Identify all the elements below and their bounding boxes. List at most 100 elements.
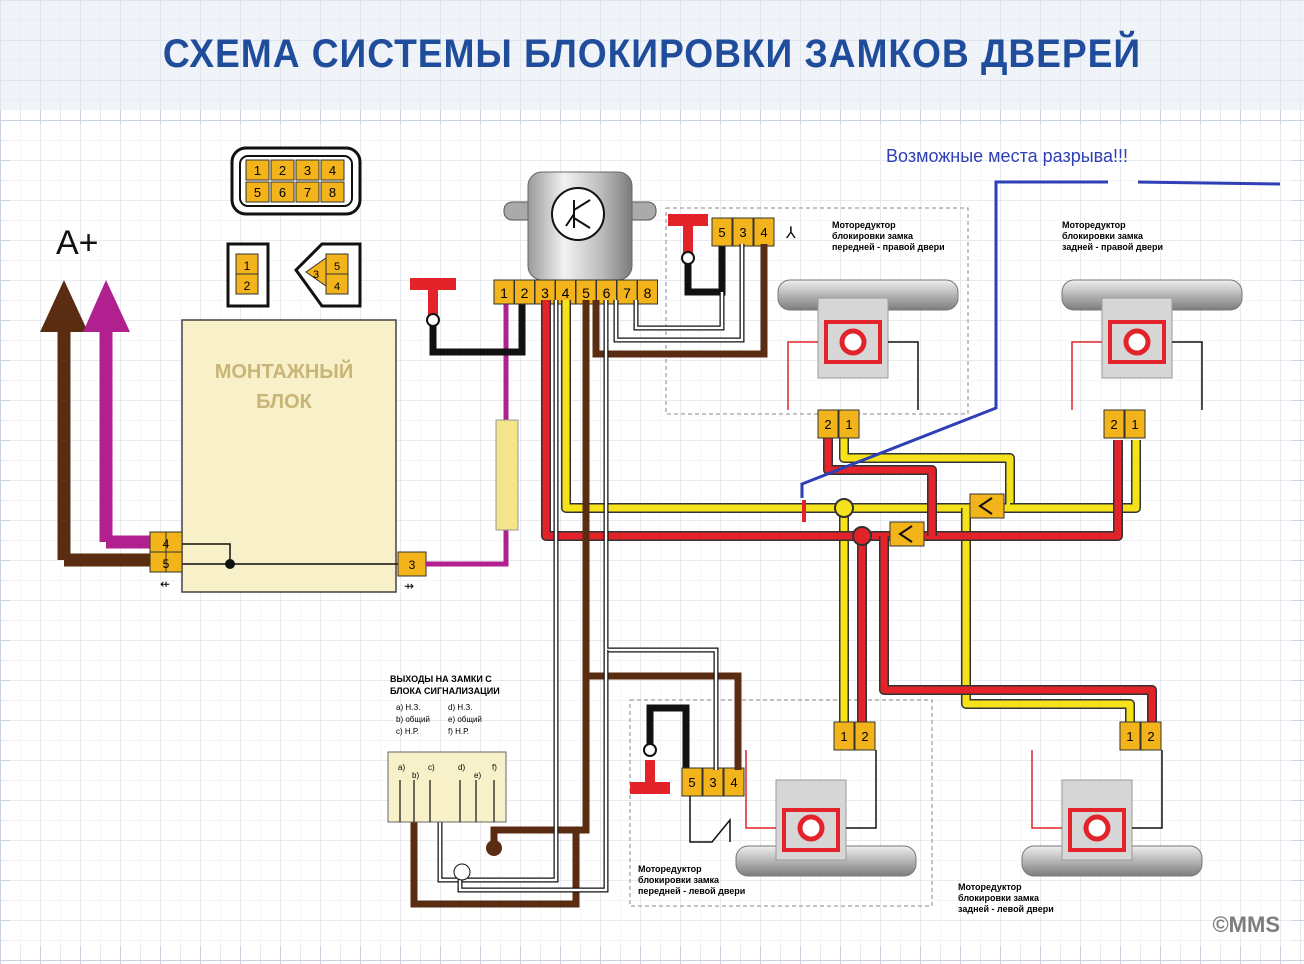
svg-text:⅄: ⅄	[785, 225, 796, 242]
plug-pin-label: 4	[730, 775, 737, 790]
motor-plug-pin	[1103, 409, 1125, 439]
alarm-contact-label: a)	[398, 763, 405, 772]
motor-plug-label: 1	[1131, 417, 1138, 432]
break-annotation-text: Возможные места разрыва!!!	[886, 146, 1128, 166]
plug-pin-label: 5	[718, 225, 725, 240]
ground-symbol-top	[410, 278, 526, 356]
motor-plug-label: 2	[824, 417, 831, 432]
alarm-block: ВЫХОДЫ НА ЗАМКИ С БЛОКА СИГНАЛИЗАЦИИ a) …	[387, 674, 507, 823]
motor-plug-label: 2	[1110, 417, 1117, 432]
motor-caption: задней - правой двери	[1062, 242, 1163, 252]
junction-connector-2	[969, 493, 1005, 519]
motor-caption: блокировки замка	[1062, 231, 1144, 241]
connector8-cell	[245, 159, 270, 181]
mount-pin-right: 3 ⇸	[397, 551, 427, 593]
ground-symbol-fr	[668, 214, 726, 296]
svg-text:3: 3	[313, 269, 319, 281]
motor-caption: блокировки замка	[638, 875, 720, 885]
connector8-cell-label: 7	[304, 185, 311, 200]
motor-plug-label: 2	[861, 729, 868, 744]
mount-pin-4: 4	[163, 537, 170, 551]
relay-pin-label: 8	[644, 285, 652, 301]
svg-text:5: 5	[334, 261, 340, 273]
relay-pin-label: 6	[603, 285, 611, 301]
motor-plug-pin	[1124, 409, 1146, 439]
motor-plug-pin	[838, 409, 860, 439]
alarm-legend-right: e) общий	[448, 715, 482, 724]
ground-symbol-fl	[630, 704, 690, 794]
connector8-cell	[295, 159, 320, 181]
plug-pin-label: 4	[760, 225, 767, 240]
zone-front-right	[665, 207, 969, 415]
relay-pin-label: 2	[521, 285, 529, 301]
connector8-cell-label: 4	[329, 163, 336, 178]
wire-yellow	[561, 300, 1141, 722]
power-label: A+	[56, 224, 99, 262]
motor-plug-pin	[1119, 721, 1141, 751]
plug-pin-label: 3	[739, 225, 746, 240]
motor-plug-pin	[817, 409, 839, 439]
connector8-cell-label: 8	[329, 185, 336, 200]
motor-plug-label: 1	[845, 417, 852, 432]
connector8-cell	[245, 181, 270, 203]
connector8-cell-label: 6	[279, 185, 286, 200]
alarm-contact-label: d)	[458, 763, 465, 772]
svg-text:⇸: ⇸	[404, 579, 414, 593]
motor-plug-label: 2	[1147, 729, 1154, 744]
alarm-legend-left: b) общий	[396, 715, 430, 724]
alarm-contact-label: c)	[428, 763, 435, 772]
svg-text:4: 4	[334, 281, 340, 293]
connector8-cell-label: 3	[304, 163, 311, 178]
power-arrow-magenta	[83, 280, 150, 549]
connector8-cell	[270, 159, 295, 181]
motor-caption: блокировки замка	[958, 893, 1040, 903]
svg-text:2: 2	[244, 279, 251, 293]
connector8-cell	[320, 181, 345, 203]
motor-caption: Моторедуктор	[1062, 220, 1126, 230]
relay-pin-label: 1	[500, 285, 508, 301]
svg-text:1: 1	[244, 259, 251, 273]
motor-plug-pin	[1140, 721, 1162, 751]
plug-pin	[711, 217, 733, 247]
alarm-title-1: ВЫХОДЫ НА ЗАМКИ С	[390, 674, 492, 684]
motor-plug-label: 1	[840, 729, 847, 744]
connector8-cell	[270, 181, 295, 203]
motor-caption: блокировки замка	[832, 231, 914, 241]
motor-caption: передней - правой двери	[832, 242, 945, 252]
motor-caption: Моторедуктор	[638, 864, 702, 874]
zone-front-left	[629, 699, 933, 907]
connector8-cell	[320, 159, 345, 181]
connector8-cell	[295, 181, 320, 203]
break-annotation-line	[800, 180, 1281, 498]
mount-pin-5: 5	[163, 557, 170, 571]
motor-plug-pin	[854, 721, 876, 751]
mount-pins-left: 4 5 ⇷	[149, 531, 183, 591]
page-title: СХЕМА СИСТЕМЫ БЛОКИРОВКИ ЗАМКОВ ДВЕРЕЙ	[162, 32, 1142, 76]
relay-pin-label: 5	[582, 285, 590, 301]
alarm-contact-label: b)	[412, 771, 419, 780]
plug-pin	[702, 767, 724, 797]
plug-pin-label: 5	[688, 775, 695, 790]
mount-block	[181, 319, 397, 593]
alarm-contact-label: f)	[492, 763, 497, 772]
connector8-cell-label: 5	[254, 185, 261, 200]
plug-pin	[681, 767, 703, 797]
junction-connector-1	[889, 521, 925, 547]
copyright: ©MMS	[1212, 912, 1280, 937]
motor-caption: Моторедуктор	[832, 220, 896, 230]
fuse	[495, 419, 519, 531]
connector-2pin: 1 2	[226, 242, 270, 308]
svg-text:3: 3	[409, 558, 416, 572]
alarm-legend-right: d) Н.З.	[448, 703, 472, 712]
title-band	[0, 0, 1304, 110]
plug-pin-label: 3	[709, 775, 716, 790]
wire-red	[541, 300, 1157, 722]
